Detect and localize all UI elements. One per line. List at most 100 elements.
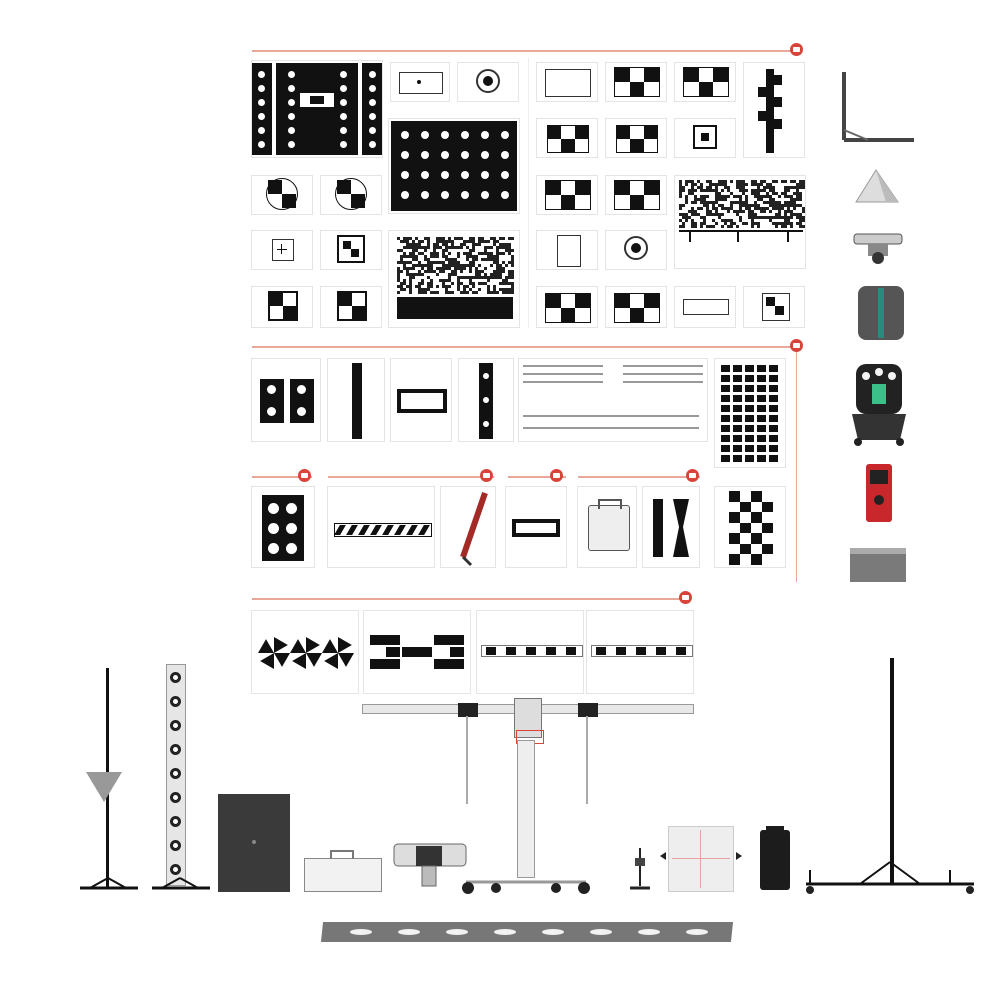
badge-icon <box>790 43 803 56</box>
target-card[interactable] <box>536 175 598 215</box>
pattern-cell <box>757 455 766 462</box>
pattern-cell <box>369 113 376 120</box>
pattern-cell <box>406 525 418 535</box>
target-card[interactable] <box>743 286 805 328</box>
lidar-stand-base[interactable] <box>800 860 980 896</box>
reflector-prism-icon <box>855 169 899 203</box>
crossbar-slider[interactable] <box>578 703 598 717</box>
pattern-cell <box>542 929 564 935</box>
target-card[interactable] <box>642 486 700 568</box>
target-card[interactable] <box>674 62 736 102</box>
pattern-cell <box>721 405 730 412</box>
target-bars[interactable] <box>518 358 708 442</box>
pattern-cell <box>421 151 429 159</box>
target-card[interactable] <box>505 486 567 568</box>
pattern-cell <box>751 512 762 523</box>
pattern-cell <box>258 71 265 78</box>
laser-tripod-icon[interactable] <box>628 846 652 892</box>
hanging-rod <box>586 716 588 804</box>
pattern-cell <box>733 405 742 412</box>
pattern-cell <box>369 141 376 148</box>
target-panel[interactable] <box>363 610 471 694</box>
crossbar-center-mount[interactable] <box>514 698 542 738</box>
pattern-cell <box>334 525 346 535</box>
target-card[interactable] <box>327 358 385 442</box>
target-card[interactable] <box>605 62 667 102</box>
target-card[interactable] <box>320 175 382 215</box>
target-card[interactable] <box>251 358 321 442</box>
target-card[interactable] <box>390 62 450 102</box>
pattern-cell <box>494 929 516 935</box>
pattern-cell <box>769 385 778 392</box>
target-stand[interactable] <box>440 486 496 568</box>
target-board[interactable] <box>674 175 806 269</box>
pattern-cell <box>615 181 630 195</box>
target-card[interactable] <box>743 62 805 158</box>
case-handle[interactable] <box>330 850 354 859</box>
pattern-cell <box>369 127 376 134</box>
pattern-cell <box>170 864 181 875</box>
target-card[interactable] <box>251 286 313 328</box>
target-board[interactable] <box>714 358 786 468</box>
target-panel[interactable] <box>476 610 584 694</box>
target-card[interactable] <box>320 286 382 328</box>
lidar-stand-pole[interactable] <box>890 658 894 884</box>
pattern-cell <box>745 445 754 452</box>
pattern-cell <box>402 647 432 657</box>
target-card[interactable] <box>536 230 598 270</box>
target-card[interactable] <box>251 230 313 270</box>
pattern-cell <box>721 415 730 422</box>
pattern-cell <box>526 647 536 655</box>
target-panel[interactable] <box>586 610 694 694</box>
target-card[interactable] <box>605 118 667 158</box>
mast-base[interactable] <box>456 868 596 898</box>
calibration-mast[interactable] <box>517 740 535 878</box>
target-card[interactable] <box>536 118 598 158</box>
camera-clamp-icon[interactable] <box>392 838 468 890</box>
stand-base <box>80 877 138 890</box>
cross-line-laser-icon <box>852 364 906 446</box>
target-card[interactable] <box>390 358 452 442</box>
pattern-cell <box>574 126 588 139</box>
pattern-cell <box>762 501 773 512</box>
target-board[interactable] <box>388 230 520 328</box>
target-card[interactable] <box>458 358 514 442</box>
target-card[interactable] <box>605 286 667 328</box>
pattern-cell <box>721 425 730 432</box>
pinwheel-pattern <box>258 637 354 669</box>
target-card[interactable] <box>605 230 667 270</box>
pattern-cell <box>170 696 181 707</box>
target-card[interactable] <box>536 286 598 328</box>
target-board[interactable] <box>714 486 786 568</box>
pattern-cell <box>733 395 742 402</box>
target-card[interactable] <box>251 175 313 215</box>
pattern-cell <box>258 141 265 148</box>
pattern-cell <box>733 375 742 382</box>
pattern-cell <box>769 425 778 432</box>
target-card[interactable] <box>674 286 736 328</box>
target-card[interactable] <box>674 118 736 158</box>
pattern-cell <box>769 375 778 382</box>
target-board[interactable] <box>388 118 520 214</box>
target-panel[interactable] <box>251 610 359 694</box>
group-divider <box>252 598 684 600</box>
target-card[interactable] <box>457 62 519 102</box>
battery-unit[interactable] <box>760 830 790 890</box>
target-card[interactable] <box>536 62 598 102</box>
crossbar-slider[interactable] <box>458 703 478 717</box>
target-board[interactable] <box>251 60 383 158</box>
pattern-cell <box>170 816 181 827</box>
crosshair-target-panel[interactable] <box>668 826 734 892</box>
equipment-case[interactable] <box>304 858 382 892</box>
target-device[interactable] <box>577 486 637 568</box>
target-card[interactable] <box>605 175 667 215</box>
target-card[interactable] <box>327 486 435 568</box>
target-card[interactable] <box>251 486 315 568</box>
target-card[interactable] <box>320 230 382 270</box>
mat-markers <box>330 924 726 940</box>
pattern-cell <box>369 99 376 106</box>
group-divider <box>578 476 700 478</box>
pattern-cell <box>434 659 464 669</box>
pattern-cell <box>441 131 449 139</box>
pattern-cell <box>258 127 265 134</box>
